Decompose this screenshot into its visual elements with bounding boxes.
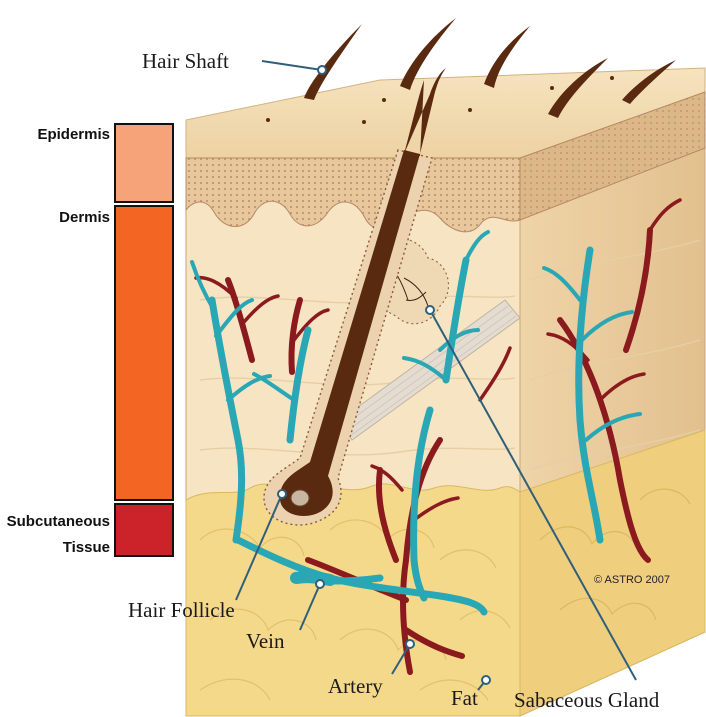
- dermis-bar: [115, 206, 173, 500]
- hair-papilla: [291, 490, 309, 506]
- epidermis-bar: [115, 124, 173, 202]
- copyright-text: © ASTRO 2007: [594, 574, 670, 586]
- sebaceous-gland-label: Sabaceous Gland: [514, 688, 660, 712]
- subcutaneous-label-line1: Subcutaneous: [7, 513, 110, 530]
- vein-label: Vein: [246, 629, 285, 653]
- artery-label: Artery: [328, 674, 383, 698]
- hair-follicle-label: Hair Follicle: [128, 598, 235, 622]
- hair-shaft-leader: [262, 61, 322, 70]
- fat-label: Fat: [451, 686, 478, 710]
- subcutaneous-bar: [115, 504, 173, 556]
- layer-legend: Epidermis Dermis Subcutaneous Tissue: [7, 124, 173, 556]
- subcutaneous-label-line2: Tissue: [63, 539, 110, 556]
- skin-block: [186, 68, 705, 716]
- vein-junction: [296, 577, 330, 580]
- hair-shaft-label: Hair Shaft: [142, 49, 229, 73]
- epidermis-label: Epidermis: [37, 126, 110, 143]
- dermis-label: Dermis: [59, 209, 110, 226]
